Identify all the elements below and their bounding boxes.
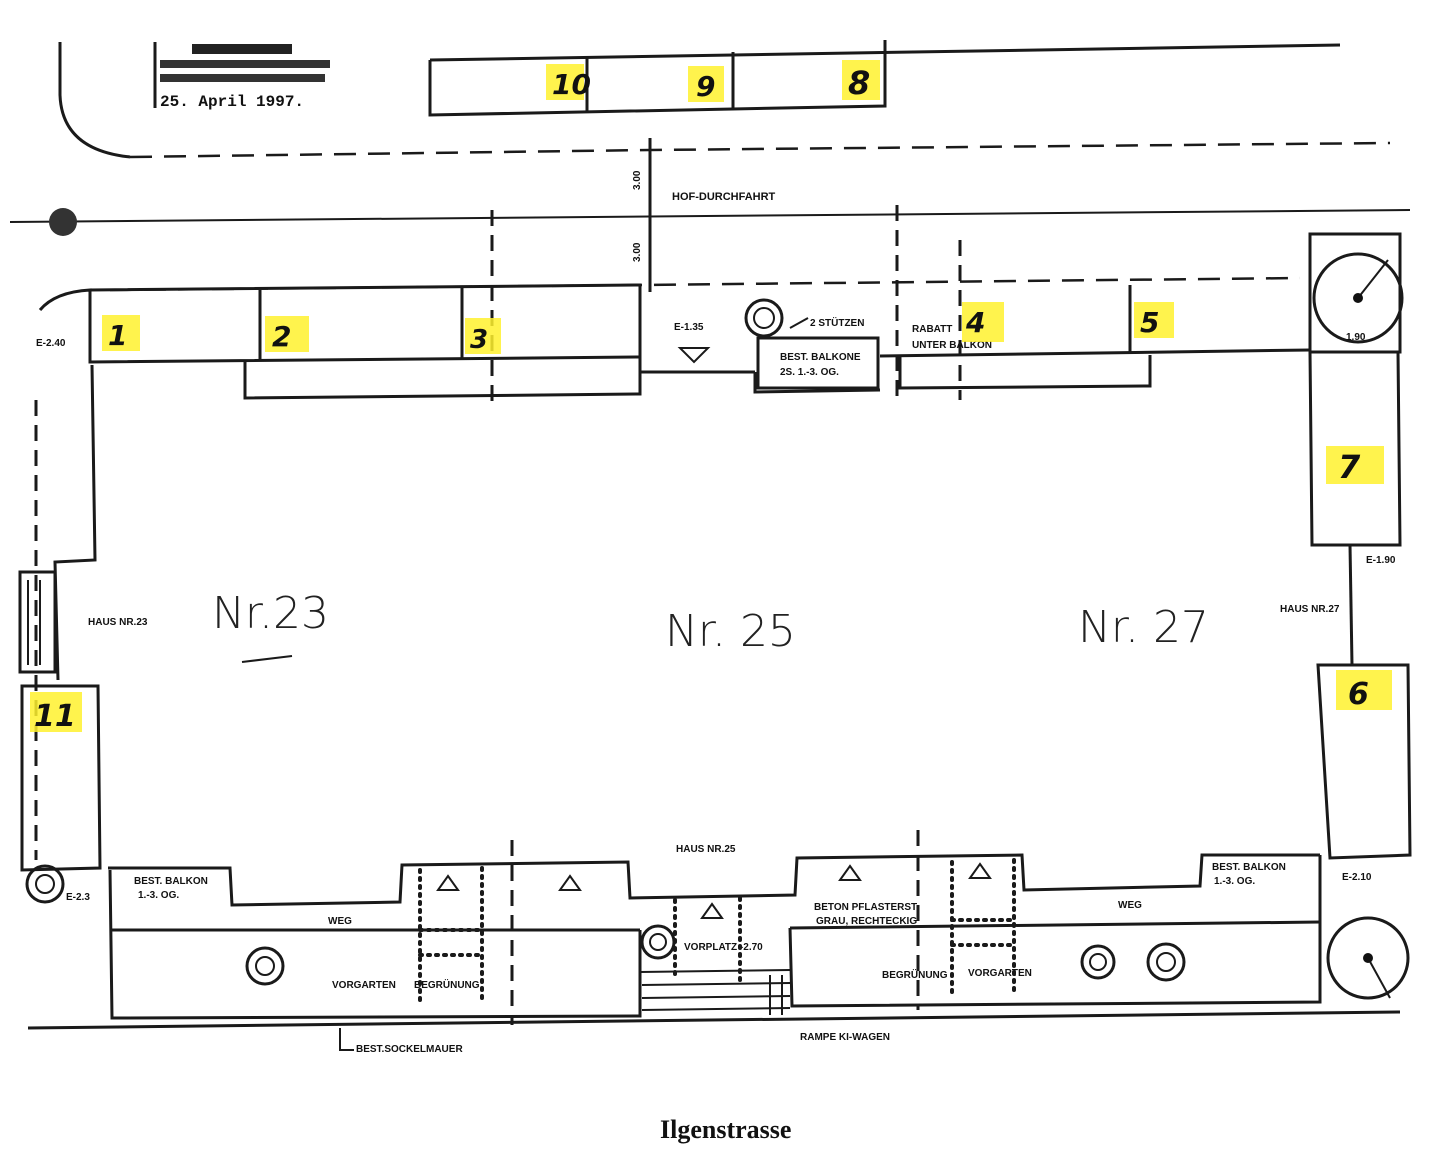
svg-text:HAUS NR.27: HAUS NR.27: [1280, 604, 1340, 615]
parking-spot-5: 5: [1134, 302, 1174, 339]
svg-text:UNTER BALKON: UNTER BALKON: [912, 340, 992, 351]
svg-text:7: 7: [1338, 448, 1361, 486]
svg-text:E-1.90: E-1.90: [1366, 555, 1396, 566]
tree-icon: [1080, 944, 1116, 980]
svg-text:E-1.35: E-1.35: [674, 322, 704, 333]
svg-text:3: 3: [470, 325, 488, 355]
svg-text:2S. 1.-3. OG.: 2S. 1.-3. OG.: [780, 367, 839, 378]
parking-spot-3: 3: [465, 318, 501, 355]
parking-spot-1: 1: [102, 315, 140, 352]
svg-text:1.-3. OG.: 1.-3. OG.: [1214, 876, 1255, 887]
svg-text:BEGRÜNUNG: BEGRÜNUNG: [882, 968, 948, 981]
svg-text:9: 9: [696, 70, 715, 103]
svg-text:VORGARTEN: VORGARTEN: [332, 980, 396, 991]
parking-spot-6: 6: [1336, 670, 1392, 712]
parking-spot-11: 11: [30, 692, 82, 734]
svg-text:VORPLATZ -2.70: VORPLATZ -2.70: [684, 942, 763, 953]
svg-text:4: 4: [965, 306, 985, 339]
svg-text:1.-3. OG.: 1.-3. OG.: [138, 890, 179, 901]
svg-text:BEST. BALKON: BEST. BALKON: [1212, 862, 1286, 873]
svg-text:8: 8: [848, 64, 870, 102]
svg-text:E-2.40: E-2.40: [36, 338, 66, 349]
svg-text:HAUS NR.25: HAUS NR.25: [676, 844, 736, 855]
svg-text:WEG: WEG: [328, 916, 352, 927]
svg-text:3.00: 3.00: [632, 170, 643, 190]
svg-text:1.90: 1.90: [1346, 332, 1366, 343]
roundabout-icon: [1326, 916, 1410, 1000]
svg-text:BEGRÜNUNG: BEGRÜNUNG: [414, 978, 480, 991]
parking-spot-4: 4: [962, 302, 1004, 342]
svg-text:10: 10: [552, 68, 591, 101]
tree-icon: [640, 924, 676, 960]
house-nr23: Nr.23: [212, 588, 329, 639]
svg-text:6: 6: [1348, 677, 1369, 712]
parking-spot-9: 9: [688, 66, 724, 103]
svg-text:E-2.3: E-2.3: [66, 892, 90, 903]
tree-icon: [49, 208, 77, 236]
svg-text:E-2.10: E-2.10: [1342, 872, 1372, 883]
svg-text:5: 5: [1140, 306, 1159, 339]
svg-text:2 STÜTZEN: 2 STÜTZEN: [810, 316, 864, 329]
parking-spot-10: 10: [546, 64, 591, 101]
svg-text:BEST. BALKONE: BEST. BALKONE: [780, 352, 861, 363]
svg-text:RABATT: RABATT: [912, 324, 952, 335]
stamp: 25. April 1997.: [58, 42, 330, 159]
svg-text:HAUS NR.23: HAUS NR.23: [88, 617, 148, 628]
elevation-marker-icon: [677, 347, 711, 364]
tree-icon: [245, 946, 285, 986]
svg-text:BEST. BALKON: BEST. BALKON: [134, 876, 208, 887]
svg-text:VORGARTEN: VORGARTEN: [968, 968, 1032, 979]
svg-text:BEST.SOCKELMAUER: BEST.SOCKELMAUER: [356, 1044, 463, 1055]
parking-spot-2: 2: [265, 316, 309, 353]
house-nr27: Nr. 27: [1078, 602, 1209, 653]
house-nr25: Nr. 25: [665, 606, 796, 657]
svg-text:11: 11: [34, 699, 76, 734]
svg-text:WEG: WEG: [1118, 900, 1142, 911]
svg-text:2: 2: [272, 320, 291, 353]
tree-icon: [1146, 942, 1186, 982]
svg-text:1: 1: [108, 319, 127, 352]
svg-text:RAMPE KI-WAGEN: RAMPE KI-WAGEN: [800, 1032, 890, 1043]
svg-text:3.00: 3.00: [632, 242, 643, 262]
svg-text:GRAU, RECHTECKIG: GRAU, RECHTECKIG: [816, 916, 917, 927]
stamp-date: 25. April 1997.: [160, 93, 304, 111]
svg-text:BETON PFLASTERST.: BETON PFLASTERST.: [814, 902, 919, 913]
parking-spot-7: 7: [1326, 446, 1384, 486]
parking-spot-8: 8: [842, 60, 880, 102]
hof-label: HOF-DURCHFAHRT: [672, 191, 776, 203]
street-name: Ilgenstrasse: [660, 1115, 791, 1144]
